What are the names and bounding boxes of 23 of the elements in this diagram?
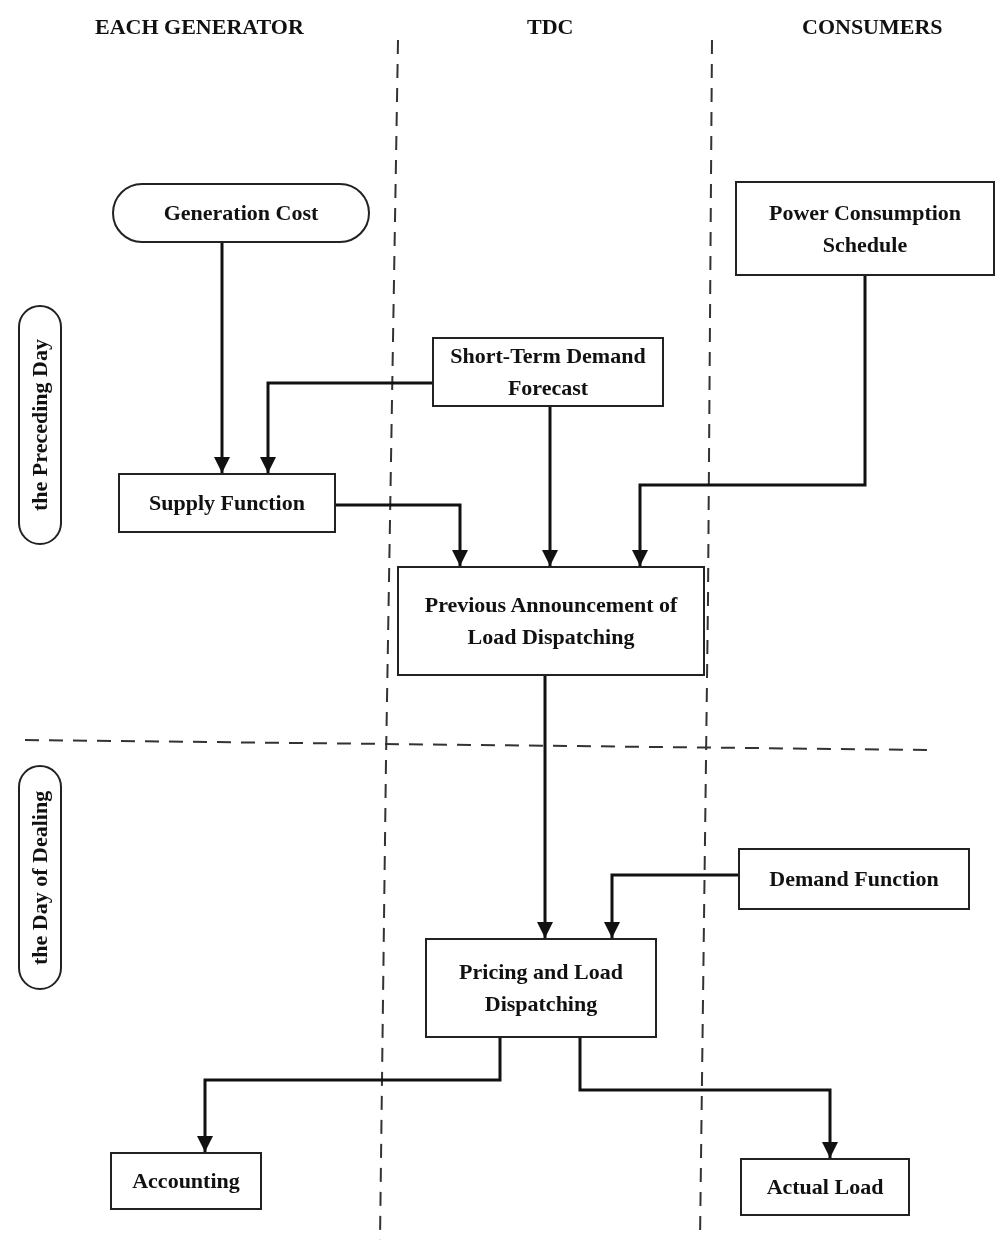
- process-box: Short-Term Demand Forecast: [432, 337, 664, 407]
- arrow: [537, 676, 553, 938]
- process-box: Demand Function: [738, 848, 970, 910]
- arrow: [197, 1038, 502, 1152]
- column-heading: TDC: [527, 14, 574, 40]
- process-box: Previous Announcement of Load Dispatching: [397, 566, 705, 676]
- column-heading: CONSUMERS: [802, 14, 943, 40]
- column-heading: EACH GENERATOR: [95, 14, 304, 40]
- process-box: Pricing and Load Dispatching: [425, 938, 657, 1038]
- phase-band: the Preceding Day: [18, 305, 62, 545]
- arrow: [604, 873, 738, 938]
- process-box: Actual Load: [740, 1158, 910, 1216]
- arrow: [542, 407, 558, 566]
- arrow: [336, 503, 468, 566]
- arrow: [214, 243, 230, 473]
- process-box: Accounting: [110, 1152, 262, 1210]
- phase-band: the Day of Dealing: [18, 765, 62, 990]
- arrow: [260, 381, 432, 473]
- arrow: [578, 1038, 838, 1158]
- rounded-box: Generation Cost: [112, 183, 370, 243]
- process-box: Supply Function: [118, 473, 336, 533]
- arrow: [632, 276, 867, 566]
- process-box: Power Consumption Schedule: [735, 181, 995, 276]
